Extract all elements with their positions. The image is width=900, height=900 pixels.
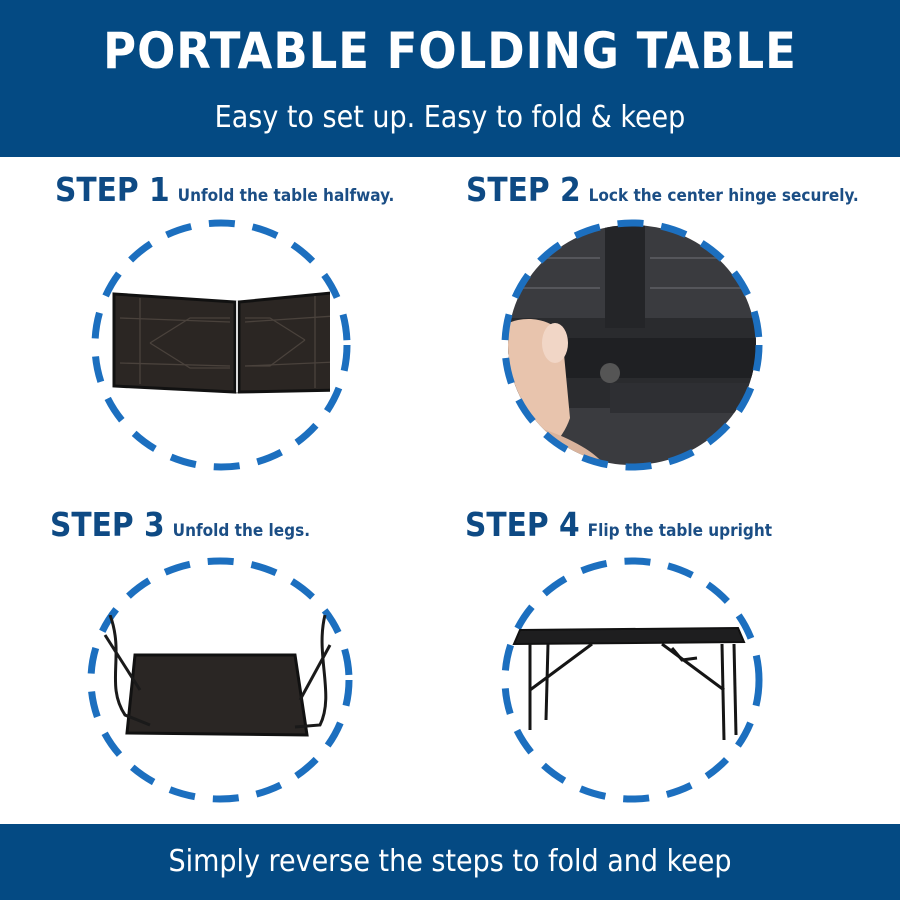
step-2-image-frame	[500, 218, 765, 473]
step-4-heading: STEP 4 Flip the table upright	[465, 505, 772, 544]
step-4-description: Flip the table upright	[587, 521, 773, 541]
step-1-heading: STEP 1 Unfold the table halfway.	[55, 170, 394, 209]
dashed-circle-icon	[87, 557, 353, 803]
step-3-label: STEP 3	[50, 505, 165, 544]
table-upright-image	[512, 626, 746, 741]
step-4-image-frame	[500, 555, 765, 805]
step-2-heading: STEP 2 Lock the center hinge securely.	[466, 170, 859, 209]
table-half-unfolded-image	[112, 291, 330, 394]
dashed-circle-icon	[91, 219, 351, 471]
step-2-label: STEP 2	[466, 170, 581, 209]
page-subtitle: Easy to set up. Easy to fold & keep	[214, 100, 686, 135]
table-legs-unfolding-image	[103, 615, 332, 737]
dashed-circle-icon	[501, 557, 763, 803]
footer-note: Simply reverse the steps to fold and kee…	[168, 844, 732, 879]
step-1-label: STEP 1	[55, 170, 170, 209]
step-2-photo	[501, 219, 763, 471]
footer-banner: Simply reverse the steps to fold and kee…	[0, 824, 900, 900]
header-banner: PORTABLE FOLDING TABLE Easy to set up. E…	[0, 0, 900, 157]
step-2-description: Lock the center hinge securely.	[588, 186, 859, 206]
page-title: PORTABLE FOLDING TABLE	[103, 22, 797, 80]
step-3-description: Unfold the legs.	[172, 521, 311, 541]
step-1-image-frame	[90, 218, 352, 473]
step-1-description: Unfold the table halfway.	[177, 186, 395, 206]
step-4-label: STEP 4	[465, 505, 580, 544]
step-3-heading: STEP 3 Unfold the legs.	[50, 505, 310, 544]
step-3-image-frame	[85, 555, 355, 805]
